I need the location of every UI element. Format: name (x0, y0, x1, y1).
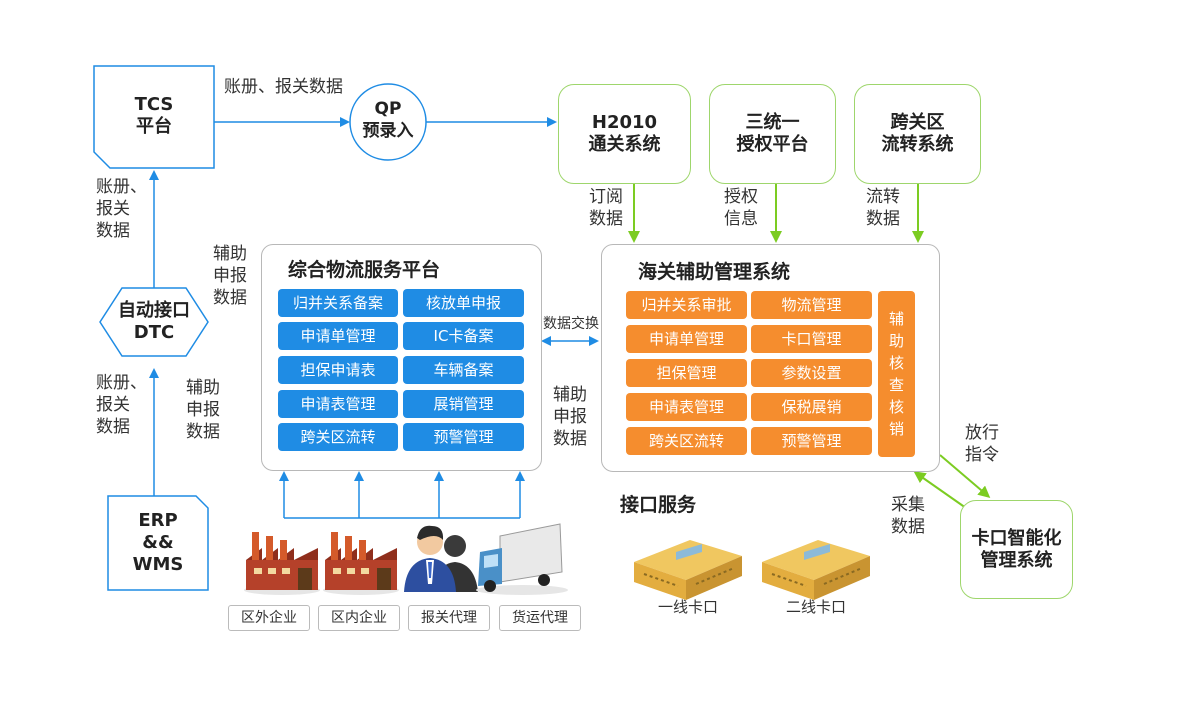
label-aux-declare-right: 辅助 申报 数据 (553, 385, 587, 449)
label-release: 放行 指令 (965, 423, 999, 465)
tcs-box (93, 65, 215, 169)
customs-cell: 跨关区流转 (626, 427, 747, 455)
cross-zone-label: 跨关区 流转系统 (881, 112, 954, 155)
enterprise-tag-freight-agent: 货运代理 (499, 605, 581, 631)
customs-cell: 申请单管理 (626, 325, 747, 353)
customs-system-panel: 海关辅助管理系统 归并关系审批 物流管理 申请单管理 卡口管理 担保管理 参数设… (601, 244, 940, 472)
h2010-label: H2010 通关系统 (588, 112, 661, 155)
label-dtc-tcs: 账册、 报关 数据 (96, 177, 147, 241)
truck-icon (476, 523, 568, 595)
customs-cell: 预警管理 (751, 427, 872, 455)
gate-label-second-line: 二线卡口 (785, 598, 846, 616)
enterprise-tag-inside: 区内企业 (318, 605, 400, 631)
logistics-cell: 跨关区流转 (278, 423, 398, 451)
label-erp-dtc: 账册、 报关 数据 (96, 373, 147, 437)
gate-system-box: 卡口智能化 管理系统 (960, 500, 1073, 599)
customs-cell: 保税展销 (751, 393, 872, 421)
label-aux-declare-left: 辅助 申报 数据 (213, 244, 247, 308)
label-data-exchange: 数据交换 (543, 316, 599, 332)
qp-label: QP 预录入 (362, 99, 414, 141)
label-collect: 采集 数据 (891, 495, 925, 537)
logistics-cell: 申请单管理 (278, 322, 398, 350)
arrow-collect (913, 471, 967, 509)
customs-side-cell: 辅 助 核 查 核 销 (878, 291, 915, 457)
logistics-cell: 预警管理 (403, 423, 524, 451)
logistics-cell: 申请表管理 (278, 390, 398, 418)
h2010-box: H2010 通关系统 (558, 84, 691, 184)
gate-system-label: 卡口智能化 管理系统 (971, 527, 1062, 571)
people-icon-agent (404, 525, 478, 592)
label-subscribe: 订阅 数据 (589, 187, 623, 229)
customs-cell: 卡口管理 (751, 325, 872, 353)
gate-building-icon-1 (634, 540, 742, 600)
customs-cell: 申请表管理 (626, 393, 747, 421)
logistics-cell: 展销管理 (403, 390, 524, 418)
logistics-cell: IC卡备案 (403, 322, 524, 350)
enterprise-tag-customs-broker: 报关代理 (408, 605, 490, 631)
dtc-hexagon (99, 287, 209, 357)
three-unified-label: 三统一 授权平台 (736, 112, 809, 155)
gate-label-first-line: 一线卡口 (657, 598, 718, 616)
arrow-release (939, 454, 991, 498)
interface-service-title: 接口服务 (620, 494, 697, 516)
three-unified-box: 三统一 授权平台 (709, 84, 836, 184)
customs-cell: 担保管理 (626, 359, 747, 387)
label-aux-declare-left2: 辅助 申报 数据 (186, 378, 220, 442)
erp-box (107, 495, 209, 591)
logistics-platform-panel: 综合物流服务平台 归并关系备案 核放单申报 申请单管理 IC卡备案 担保申请表 … (261, 244, 542, 471)
logistics-platform-title: 综合物流服务平台 (288, 259, 441, 281)
label-transfer: 流转 数据 (866, 187, 900, 229)
customs-cell: 参数设置 (751, 359, 872, 387)
factory-icon-inside (323, 532, 399, 595)
customs-cell: 归并关系审批 (626, 291, 747, 319)
dtc-label: 自动接口 DTC (118, 300, 190, 343)
label-auth: 授权 信息 (724, 187, 758, 229)
tcs-label: TCS 平台 (134, 94, 174, 137)
gate-building-icon-2 (762, 540, 870, 600)
cross-zone-box: 跨关区 流转系统 (854, 84, 981, 184)
logistics-cell: 担保申请表 (278, 356, 398, 384)
logistics-cell: 车辆备案 (403, 356, 524, 384)
enterprise-tag-outside: 区外企业 (228, 605, 310, 631)
label-tcs-qp: 账册、报关数据 (224, 77, 343, 97)
customs-system-title: 海关辅助管理系统 (638, 261, 791, 283)
erp-label: ERP && WMS (132, 510, 184, 575)
customs-cell: 物流管理 (751, 291, 872, 319)
logistics-cell: 核放单申报 (403, 289, 524, 317)
logistics-cell: 归并关系备案 (278, 289, 398, 317)
factory-icon-outside (244, 532, 320, 595)
